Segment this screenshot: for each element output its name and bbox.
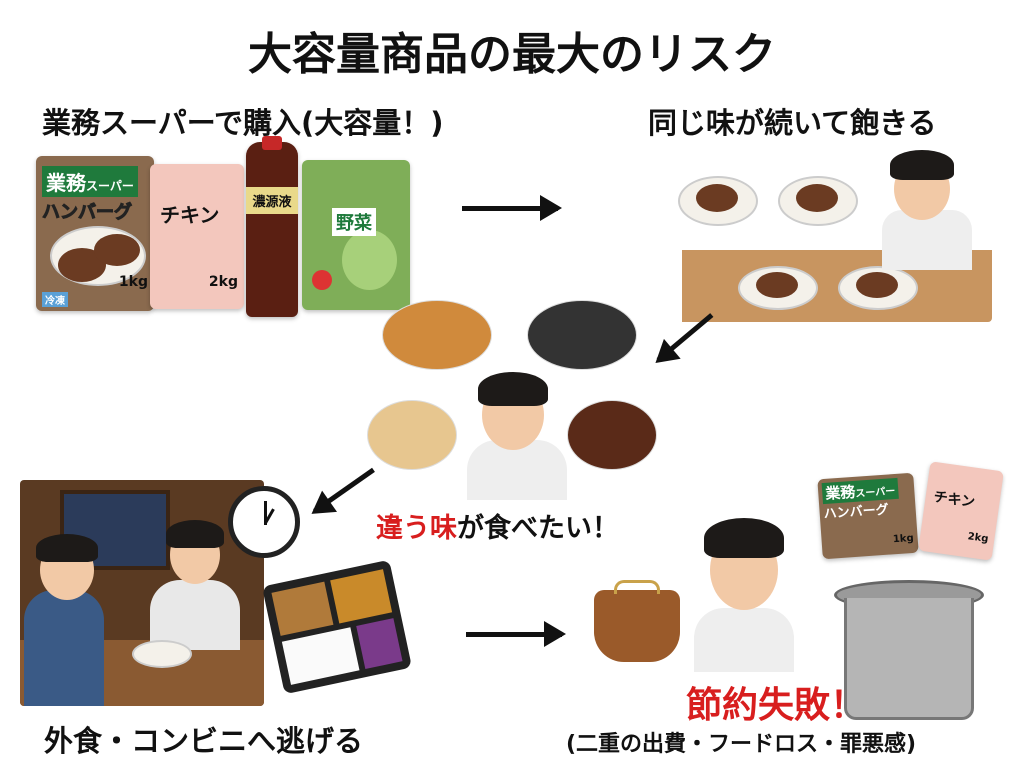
craving-label-red: 違う味 xyxy=(376,513,457,544)
step-buy-label: 業務スーパーで購入(大容量！) xyxy=(42,106,444,140)
hamburg-brand-a: 業務 xyxy=(46,171,86,195)
hamburg-package: 業務スーパー ハンバーグ 1kg 冷凍 xyxy=(36,156,154,311)
frozen-tag: 冷凍 xyxy=(42,292,68,307)
step-bored-label: 同じ味が続いて飽きる xyxy=(648,106,937,140)
craving-illustration xyxy=(362,290,662,500)
discarded-chicken-package: チキン 2kg xyxy=(918,461,1004,561)
hamburg-brand-b: スーパー xyxy=(86,179,134,193)
escape-label: 外食・コンビニへ逃げる xyxy=(44,724,364,758)
page-title: 大容量商品の最大のリスク xyxy=(248,29,776,80)
chicken-name: チキン xyxy=(160,203,220,227)
trash-can-illustration xyxy=(834,580,984,720)
discarded-hamburg-package: 業務スーパー ハンバーグ 1kg xyxy=(817,472,919,560)
discarded-chicken-name: チキン xyxy=(932,489,976,511)
discarded-brand-b: スーパー xyxy=(855,486,896,500)
craving-label: 違う味が食べたい！ xyxy=(376,506,619,545)
clock-icon xyxy=(228,486,300,558)
discarded-hamburg-weight: 1kg xyxy=(892,532,915,546)
bored-meal-illustration xyxy=(662,140,992,322)
bento-illustration xyxy=(261,559,413,695)
arrow-right-icon-2 xyxy=(466,621,566,647)
sauce-bottle: 濃源液 xyxy=(246,136,298,317)
discarded-brand-a: 業務 xyxy=(824,482,856,503)
chicken-package: チキン 2kg xyxy=(150,164,244,309)
eating-out-illustration xyxy=(20,480,264,706)
sauce-name: 濃源液 xyxy=(246,187,298,214)
discarded-hamburg-name: ハンバーグ xyxy=(823,502,890,523)
vegetable-name: 野菜 xyxy=(332,208,376,236)
vegetable-package: 野菜 xyxy=(302,160,410,310)
fail-label: 節約失敗！ xyxy=(686,685,867,726)
fail-detail-label: (二重の出費・フードロス・罪悪感) xyxy=(566,732,917,757)
craving-label-rest: が食べたい！ xyxy=(457,513,619,544)
hamburg-weight: 1kg xyxy=(118,274,148,290)
arrow-right-icon xyxy=(462,195,562,221)
chicken-weight: 2kg xyxy=(208,274,238,290)
hamburg-name: ハンバーグ xyxy=(42,202,133,224)
wallet-icon xyxy=(594,580,680,662)
crying-boy-illustration xyxy=(688,508,800,672)
discarded-chicken-weight: 2kg xyxy=(966,531,990,546)
